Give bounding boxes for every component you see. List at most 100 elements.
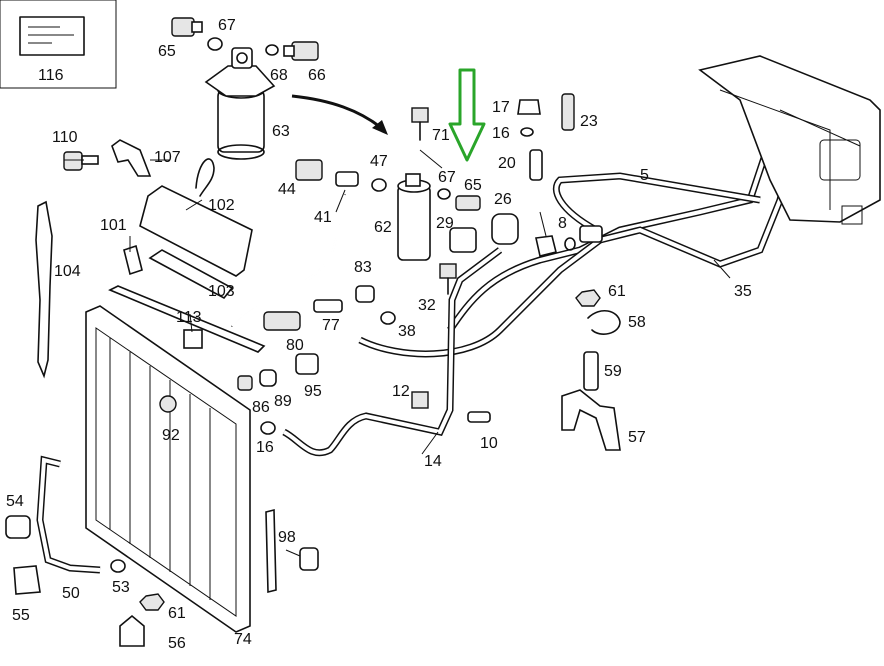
callout-53: 53 xyxy=(112,579,130,596)
callout-110: 110 xyxy=(52,129,78,146)
part-8-ring xyxy=(564,237,576,251)
part-86-grommet xyxy=(237,375,253,391)
o-ring-67-top xyxy=(207,37,223,51)
callout-50: 50 xyxy=(62,585,80,602)
callout-57: 57 xyxy=(628,429,646,446)
part-67-o-ring xyxy=(437,188,451,200)
callout-5: 5 xyxy=(640,167,649,184)
callout-77: 77 xyxy=(322,317,340,334)
part-103-seal xyxy=(148,249,234,300)
callout-95: 95 xyxy=(304,383,322,400)
callout-71: 71 xyxy=(432,127,450,144)
part-74-condenser xyxy=(85,305,251,633)
part-44-fitting xyxy=(295,159,323,181)
callout-56: 56 xyxy=(168,635,186,652)
callout-38: 38 xyxy=(398,323,416,340)
callout-32: 32 xyxy=(418,297,436,314)
callout-16-b: 16 xyxy=(256,439,274,456)
callout-67: 67 xyxy=(218,17,236,34)
part-83-cap xyxy=(355,285,375,303)
callout-17: 17 xyxy=(492,99,510,116)
callout-83: 83 xyxy=(354,259,372,276)
callout-67-b: 67 xyxy=(438,169,456,186)
callout-10: 10 xyxy=(480,435,498,452)
callout-54: 54 xyxy=(6,493,24,510)
part-62-accumulator xyxy=(397,173,431,261)
part-55-mount xyxy=(13,565,41,595)
highlight-arrow xyxy=(448,68,486,162)
part-29-clamp xyxy=(449,227,477,253)
callout-101: 101 xyxy=(100,217,127,234)
callout-113: 113 xyxy=(176,309,202,326)
part-110-bolt xyxy=(63,151,99,171)
part-98-bracket xyxy=(265,508,277,594)
part-107-bracket xyxy=(111,139,152,177)
pressure-switch-66 xyxy=(283,41,319,61)
part-59-stud xyxy=(583,351,599,391)
part-10-valve xyxy=(467,411,491,423)
callout-62: 62 xyxy=(374,219,392,236)
part-17-cap xyxy=(517,99,541,115)
part-102-wire xyxy=(195,158,215,197)
part-47-o-ring xyxy=(371,178,387,192)
part-56-clip xyxy=(119,614,145,647)
part-41-fitting xyxy=(335,171,359,187)
part-20-valve xyxy=(529,149,543,181)
part-12-nut xyxy=(411,391,429,409)
callout-58: 58 xyxy=(628,314,646,331)
callout-89: 89 xyxy=(274,393,292,410)
part-80-fitting xyxy=(263,311,301,331)
pointer-arrow xyxy=(291,94,385,132)
callout-29: 29 xyxy=(436,215,454,232)
callout-23: 23 xyxy=(580,113,598,130)
part-61-nut-low xyxy=(139,593,165,611)
leader-lines xyxy=(64,149,731,557)
part-98-clip xyxy=(299,547,319,571)
callout-12: 12 xyxy=(392,383,410,400)
callout-92: 92 xyxy=(162,427,180,444)
engine-block xyxy=(698,55,881,225)
part-63-receiver-drier xyxy=(204,47,276,160)
part-53-ring xyxy=(110,559,126,573)
callout-65-b: 65 xyxy=(464,177,482,194)
callout-61: 61 xyxy=(608,283,626,300)
part-8-tee xyxy=(535,235,557,257)
callout-8: 8 xyxy=(558,215,567,232)
part-26-sleeve xyxy=(491,213,519,245)
callout-61-b: 61 xyxy=(168,605,186,622)
callout-74: 74 xyxy=(234,631,252,648)
part-71-bolt xyxy=(411,107,429,141)
part-57-bracket xyxy=(561,389,621,451)
callout-80: 80 xyxy=(286,337,304,354)
callout-14: 14 xyxy=(424,453,442,470)
callout-103: 103 xyxy=(208,283,235,300)
part-104-side-member xyxy=(35,200,53,379)
callout-98: 98 xyxy=(278,529,296,546)
part-5-fitting xyxy=(579,225,603,243)
part-61-nut-top xyxy=(575,289,601,307)
part-23-valve xyxy=(561,93,575,131)
callout-47: 47 xyxy=(370,153,388,170)
callout-66: 66 xyxy=(308,67,326,84)
callout-59: 59 xyxy=(604,363,622,380)
callout-41: 41 xyxy=(314,209,332,226)
callout-63: 63 xyxy=(272,123,290,140)
callout-86: 86 xyxy=(252,399,270,416)
pointer-arrow-head xyxy=(372,120,388,135)
callout-116: 116 xyxy=(38,67,64,84)
pressure-switch-65 xyxy=(171,17,203,37)
part-77-fitting xyxy=(313,299,343,313)
callout-68: 68 xyxy=(270,67,288,84)
part-101-clip xyxy=(123,244,143,276)
part-54-grommet xyxy=(5,515,31,539)
callout-104: 104 xyxy=(54,263,81,280)
callout-65: 65 xyxy=(158,43,176,60)
part-65-switch xyxy=(455,195,481,211)
part-95-plug xyxy=(295,353,319,375)
callout-35: 35 xyxy=(734,283,752,300)
callout-102: 102 xyxy=(208,197,235,214)
callout-55: 55 xyxy=(12,607,30,624)
callout-26: 26 xyxy=(494,191,512,208)
callout-20: 20 xyxy=(498,155,516,172)
part-102-shroud xyxy=(139,185,253,277)
